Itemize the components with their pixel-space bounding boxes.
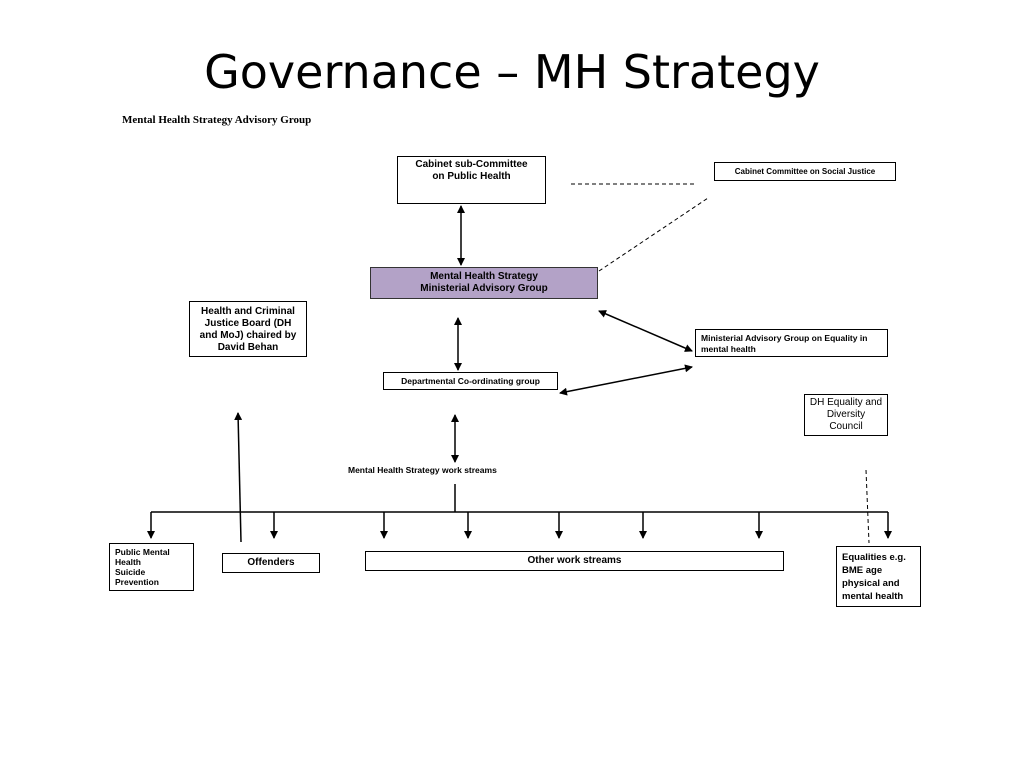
arrow-departmental-to-equality-group: [559, 364, 693, 396]
node-public-mental-health: Public Mental Health Suicide Prevention: [109, 543, 194, 591]
node-ministerial-equality: Ministerial Advisory Group on Equality i…: [695, 329, 888, 357]
arrow-offenders-to-health-criminal-justice: [234, 412, 243, 543]
dashed-social-justice-link: [598, 197, 709, 272]
node-line: physical and: [842, 578, 900, 589]
node-line: and MoJ) chaired by: [199, 330, 297, 341]
label-work-streams: Mental Health Strategy work streams: [348, 465, 497, 475]
node-line: Suicide: [115, 567, 146, 577]
node-line: mental health: [842, 591, 904, 602]
diagram-subtitle: Mental Health Strategy Advisory Group: [122, 114, 312, 126]
node-offenders: Offenders: [222, 553, 320, 573]
node-line: Equalities e.g.: [842, 552, 906, 563]
node-line: Health and Criminal: [201, 306, 295, 317]
node-dh-equality-council: DH Equality and Diversity Council: [804, 394, 888, 436]
node-line: mental health: [701, 344, 756, 354]
node-line: Prevention: [115, 577, 159, 587]
node-cabinet-social-justice: Cabinet Committee on Social Justice: [714, 162, 896, 181]
node-line: Mental Health Strategy: [430, 271, 538, 282]
node-line: on Public Health: [432, 171, 511, 182]
node-line: David Behan: [217, 342, 279, 353]
node-line: Justice Board (DH: [204, 318, 292, 329]
node-line: Cabinet sub-Committee: [415, 159, 528, 170]
node-line: Ministerial Advisory Group: [420, 283, 548, 294]
node-other-work-streams: Other work streams: [365, 551, 784, 571]
node-line: Cabinet Committee on Social Justice: [734, 166, 876, 176]
node-line: Council: [829, 421, 863, 432]
node-cabinet-subcommittee: Cabinet sub-Committee on Public Health: [397, 156, 546, 204]
node-line: Ministerial Advisory Group on Equality i…: [701, 333, 868, 343]
node-line: Health: [115, 557, 141, 567]
node-line: BME age: [842, 565, 883, 576]
node-line: Offenders: [247, 557, 295, 568]
node-health-criminal-justice: Health and Criminal Justice Board (DH an…: [189, 301, 307, 357]
dashed-equality-council-link: [865, 469, 870, 544]
slide-title: Governance – MH Strategy: [204, 45, 820, 99]
node-line: Other work streams: [527, 555, 622, 566]
node-line: Public Mental: [115, 547, 170, 557]
node-line: Diversity: [826, 409, 866, 420]
node-mh-ministerial-advisory: Mental Health Strategy Ministerial Advis…: [370, 267, 598, 299]
node-departmental-coordinating: Departmental Co-ordinating group: [383, 372, 558, 390]
arrow-ministerial-to-equality-group: [598, 310, 693, 352]
node-equalities: Equalities e.g. BME age physical and men…: [836, 546, 921, 607]
node-line: DH Equality and: [809, 397, 883, 408]
node-line: Departmental Co-ordinating group: [401, 376, 540, 386]
